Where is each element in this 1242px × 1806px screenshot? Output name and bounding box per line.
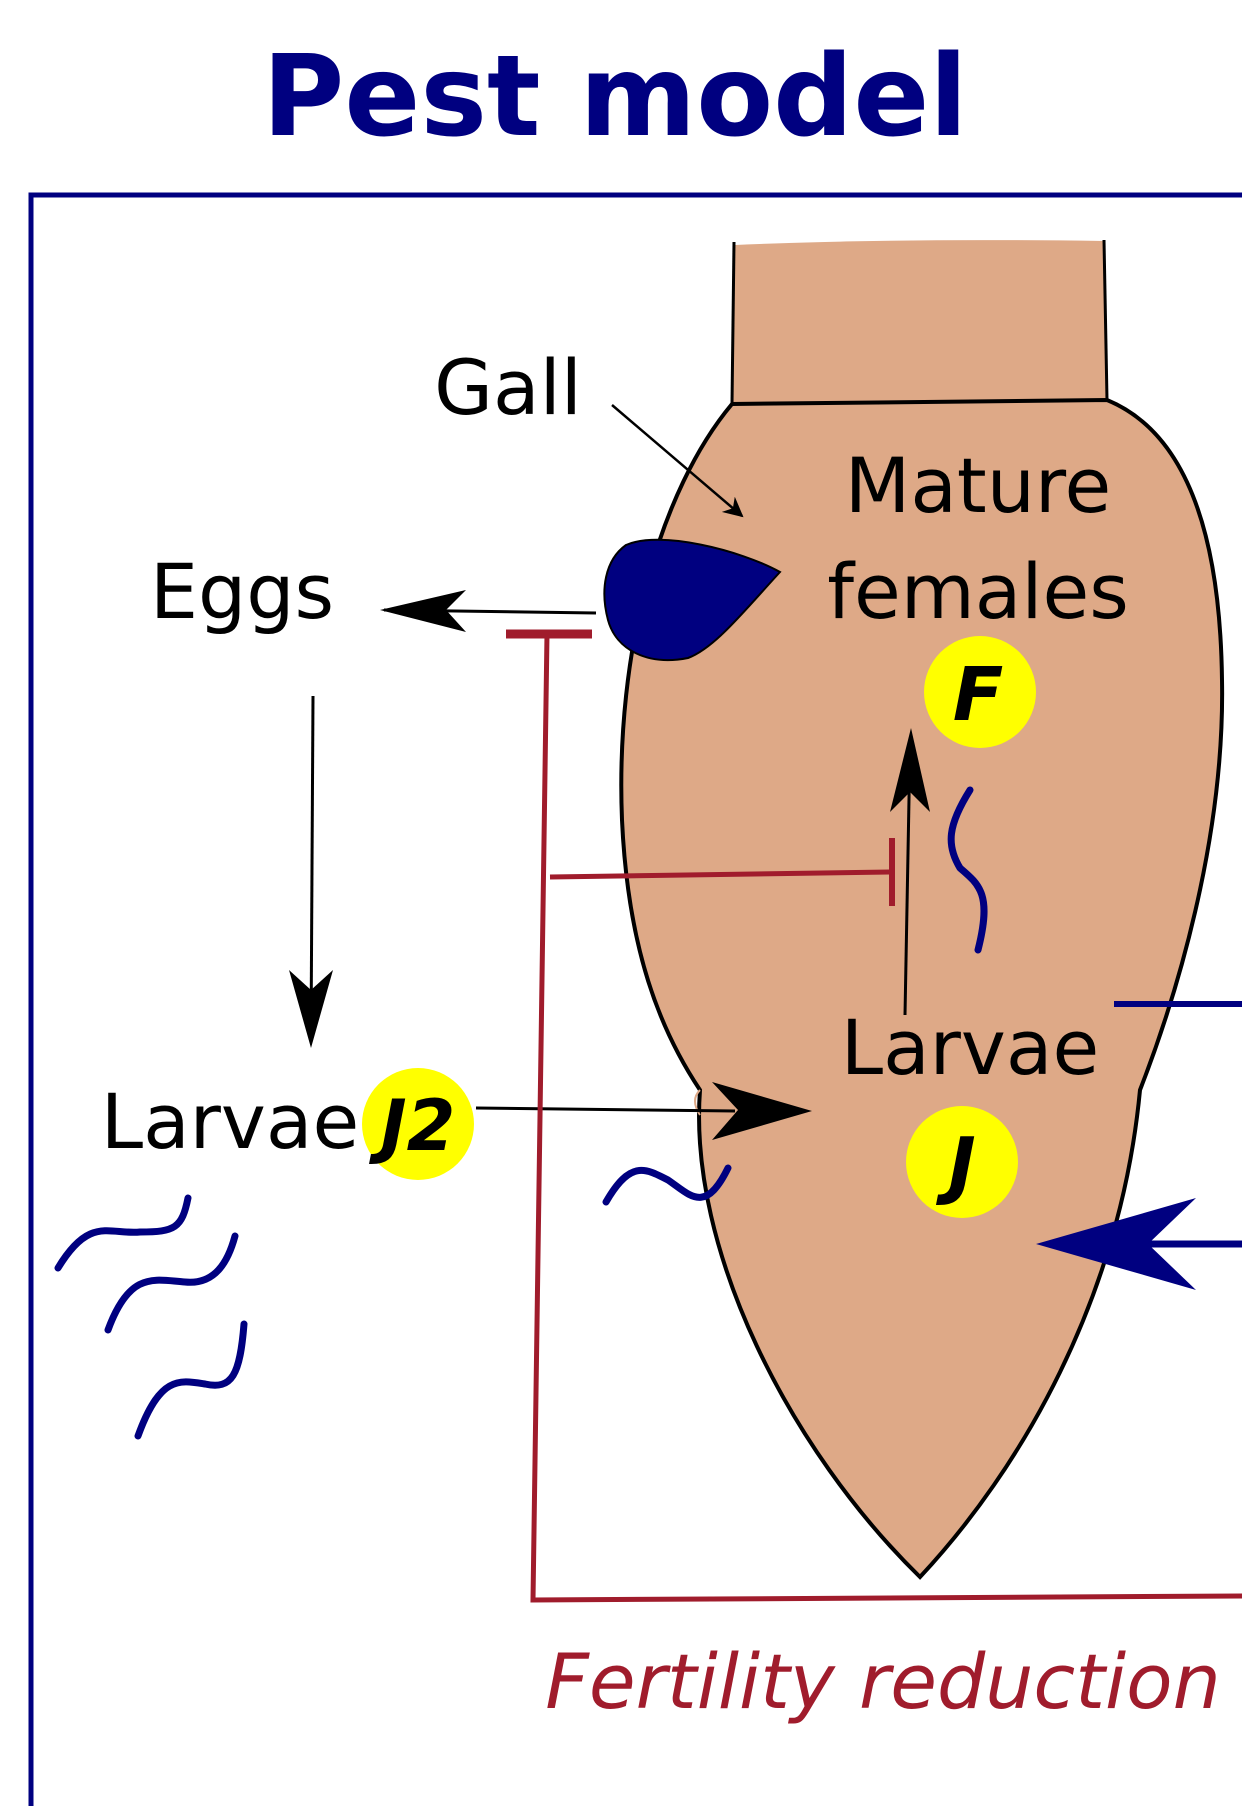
eggs-label: Eggs (150, 547, 334, 636)
worm-icon (108, 1236, 235, 1330)
larvae-j2-label: Larvae (101, 1077, 359, 1166)
diagram-title: Pest model (262, 32, 967, 162)
eggs-to-larvae-arrow (311, 696, 313, 1040)
larvae-inside-label: Larvae (841, 1003, 1099, 1092)
worm-icon (138, 1324, 244, 1436)
j2-badge-text: J2 (369, 1085, 456, 1167)
fertility-reduction-label: Fertility reduction (545, 1637, 1221, 1726)
females-badge-text: F (953, 652, 1004, 738)
mature-females-label-line1: Mature (845, 441, 1111, 530)
females-badge: F (924, 636, 1036, 748)
j2-badge: J2 (362, 1068, 474, 1180)
juveniles-badge: J (906, 1106, 1018, 1218)
gall-label: Gall (434, 343, 582, 432)
mature-females-label-line2: females (827, 547, 1129, 636)
root-stem (732, 240, 1107, 405)
worm-icon (58, 1198, 188, 1268)
